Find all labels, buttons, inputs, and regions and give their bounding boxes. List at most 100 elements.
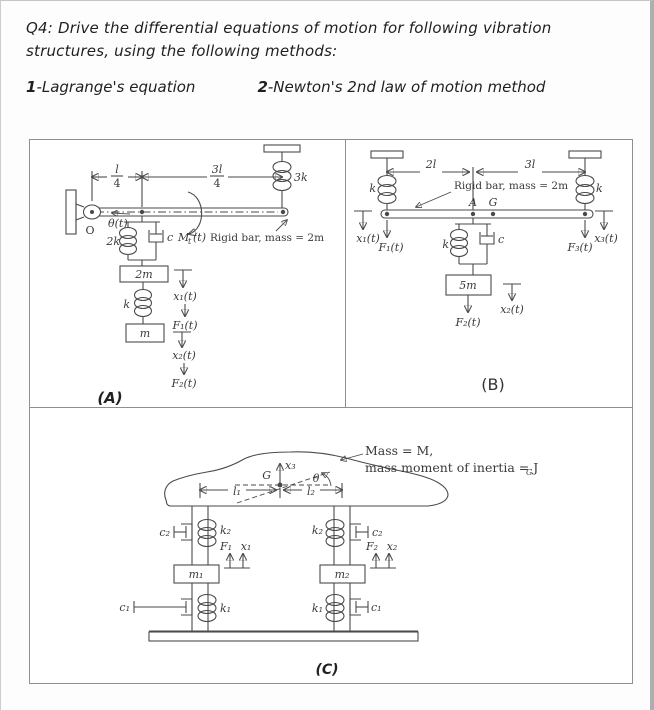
- theta-label: θ(t): [108, 217, 128, 230]
- coordinate-arrows-right: [585, 210, 613, 237]
- spring-k2-right: [325, 518, 345, 548]
- mass-2m-label: 2m: [134, 268, 152, 281]
- theta-label: θ: [313, 472, 320, 485]
- ceiling-hatch: [263, 144, 301, 153]
- coordinate-arrows-left: [354, 210, 387, 237]
- question-text: Q4: Drive the differential equations of …: [26, 19, 552, 61]
- spring-k1-left: [197, 593, 217, 623]
- ground-hatch: [148, 630, 419, 642]
- x1-label: x₁: [241, 540, 252, 553]
- spring-k-left: [377, 158, 397, 210]
- mass-2m-box: [119, 265, 169, 283]
- panel-b-caption: (B): [481, 375, 504, 394]
- dim-3l4-numerator: 3l: [212, 163, 223, 176]
- damper-c2-right: [349, 523, 369, 541]
- rigid-bar: [380, 209, 594, 219]
- rigid-bar: [91, 207, 289, 217]
- force-arrows-right: [370, 554, 396, 569]
- damper-c-label: c: [498, 233, 504, 246]
- mass-note-subscript: G: [526, 468, 533, 477]
- damper-c2-left: [173, 523, 193, 541]
- spring-k: [133, 282, 153, 324]
- dimension-lines: [200, 483, 342, 498]
- bar-note-leader: [275, 220, 287, 232]
- x1-label: x₁(t): [356, 232, 380, 245]
- coordinate-arrows-2: [173, 331, 191, 374]
- bar-note: Rigid bar, mass = 2m: [454, 180, 568, 192]
- pivot-label: O: [85, 224, 94, 237]
- mass-note-leader: [341, 453, 364, 460]
- spring-damper-assembly: [449, 218, 495, 275]
- panel-a-diagram: l 4 3l 4 3k: [30, 140, 346, 408]
- moment-label-paren: (t): [193, 231, 206, 244]
- dim-3l-label: 3l: [525, 158, 536, 171]
- method-2: 2-Newton's 2nd law of motion method: [257, 77, 546, 96]
- x3-label: x₃(t): [594, 232, 618, 245]
- mass-m2-label: m₂: [335, 568, 350, 581]
- figure-frame: l 4 3l 4 3k: [29, 139, 633, 684]
- mass-m1-box: [173, 564, 220, 584]
- point-G-label: G: [489, 196, 498, 209]
- force-arrows-left: [224, 554, 250, 569]
- damper-c1-right: [349, 598, 369, 616]
- moment-arrow: [188, 191, 203, 234]
- ceiling-hatch-right: [568, 150, 602, 159]
- mass-m1-label: m₁: [189, 568, 204, 581]
- panel-c-caption: (C): [315, 662, 338, 678]
- l2-label: l₂: [307, 485, 315, 498]
- panel-c-diagram: Mass = M, mass moment of inertia = J G G…: [119, 443, 538, 678]
- spring-k2-left-label: k₂: [220, 524, 231, 537]
- F1-label: F₁(t): [171, 319, 197, 332]
- l1-label: l₁: [233, 485, 241, 498]
- mass-m-label: m: [140, 327, 150, 340]
- damper-c2-left-label: c₂: [159, 526, 170, 539]
- spring-k2-right-label: k₂: [312, 524, 323, 537]
- F3-label: F₃(t): [566, 241, 592, 254]
- dim-3l4-denominator: 4: [214, 177, 221, 190]
- panel-a-caption: (A): [97, 389, 122, 407]
- F1-label: F₁(t): [377, 241, 403, 254]
- point-A-label: A: [468, 196, 477, 209]
- mass-note-line2: mass moment of inertia = J: [365, 460, 538, 475]
- F2-label: F₂(t): [170, 377, 196, 390]
- spring-k-label: k: [123, 298, 130, 311]
- mass-m-box: [125, 323, 165, 343]
- mass-5m-label: 5m: [459, 279, 476, 292]
- damper-c2-right-label: c₂: [372, 526, 383, 539]
- moment-label-sub: t: [188, 237, 192, 246]
- coordinate-x2-arrow: [503, 283, 521, 300]
- F2-label: F₂(t): [454, 316, 480, 329]
- F1-label: F₁: [219, 540, 232, 553]
- ceiling-hatch-left: [370, 150, 404, 159]
- panel-b-diagram: 2l 3l k k: [346, 150, 632, 408]
- bar-note-leader: [416, 191, 452, 207]
- spring-k1-left-label: k₁: [220, 602, 231, 615]
- x1-label: x₁(t): [173, 290, 197, 303]
- mass-note-line1: Mass = M,: [365, 443, 433, 458]
- spring-k2-left: [197, 518, 217, 548]
- F2-label: F₂: [365, 540, 378, 553]
- x2-label: x₂: [387, 540, 398, 553]
- question-header: Q4: Drive the differential equations of …: [26, 17, 631, 96]
- wall-hatch-left: [65, 189, 85, 235]
- dim-l4-denominator: 4: [114, 177, 121, 190]
- spring-k1-right-label: k₁: [312, 602, 323, 615]
- spring-k1-right: [325, 593, 345, 623]
- moment-label: M: [177, 231, 190, 244]
- dimension-lines: [92, 171, 282, 207]
- spring-k-right-label: k: [596, 182, 603, 195]
- damper-c1-left: [133, 598, 193, 616]
- spring-k-right: [575, 158, 595, 210]
- damper-c-label: c: [167, 231, 173, 244]
- dim-l4-numerator: l: [115, 163, 119, 176]
- spring-k-left-label: k: [369, 182, 376, 195]
- x2-label: x₂(t): [500, 303, 524, 316]
- spring-3k-label: 3k: [294, 171, 308, 184]
- dimension-lines: [387, 167, 585, 210]
- bar-note: Rigid bar, mass = 2m: [210, 232, 324, 244]
- spring-3k: [272, 152, 292, 208]
- mass-m2-box: [319, 564, 366, 584]
- x3-label: x₃: [285, 459, 296, 472]
